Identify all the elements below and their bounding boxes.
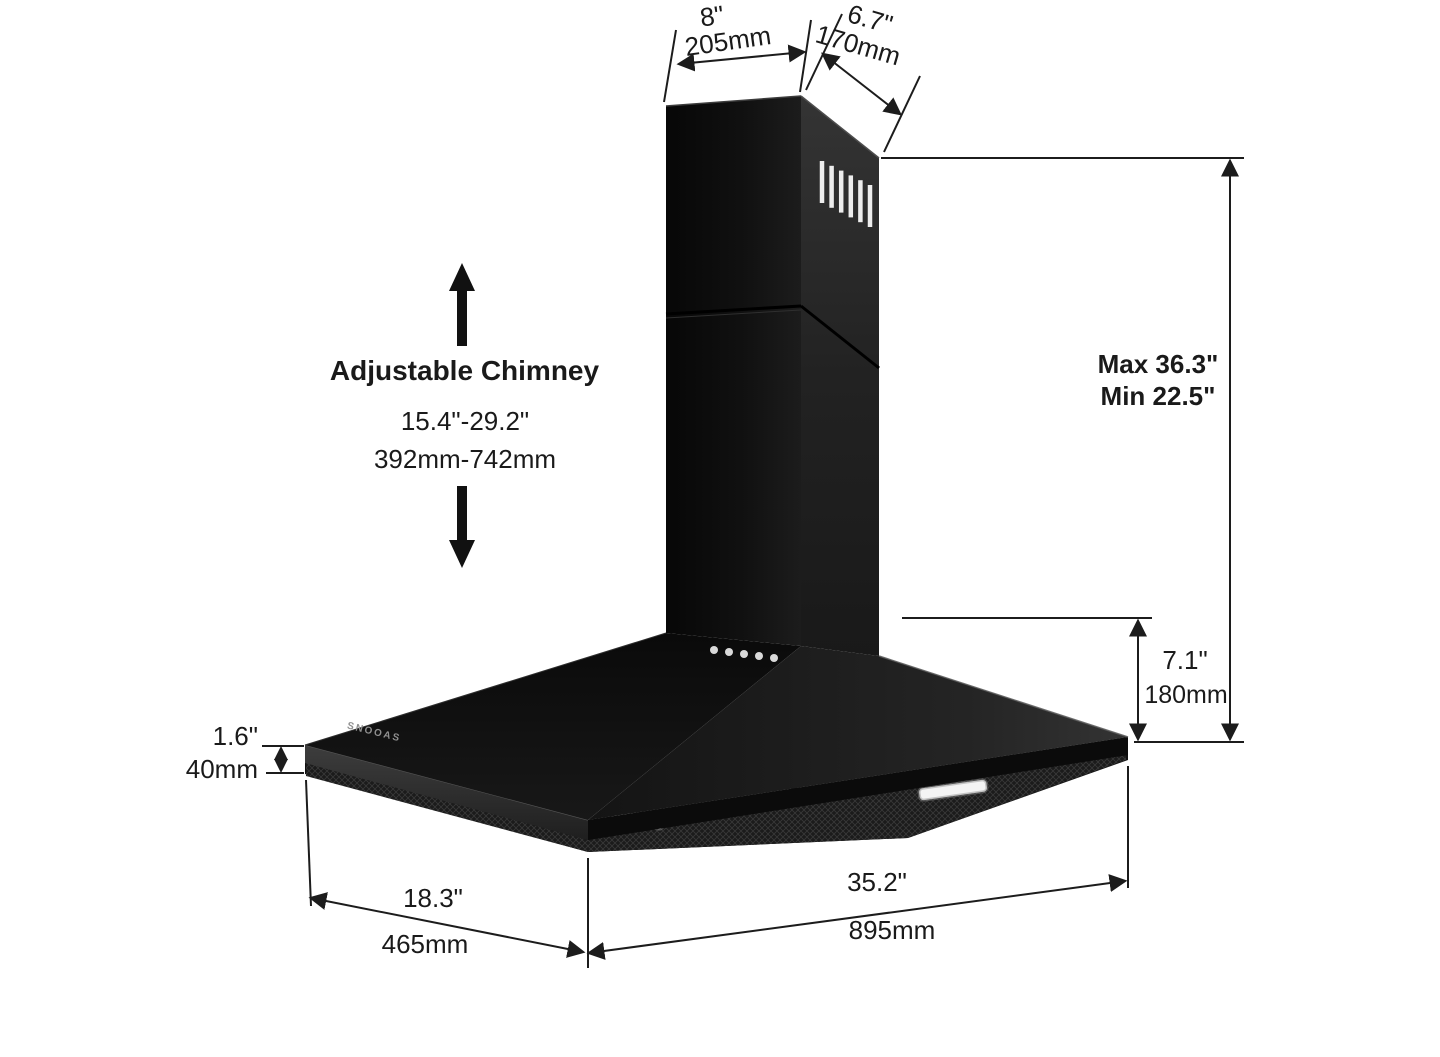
button	[770, 654, 778, 662]
dim-chimney-depth	[805, 13, 921, 153]
led-light-right	[917, 778, 989, 802]
button	[710, 646, 718, 654]
range-hood-illustration	[304, 95, 1129, 852]
label-canopy-height-inches: 7.1"	[1162, 645, 1208, 675]
canopy-slope-right	[588, 646, 1128, 820]
label-adjustable-chimney-title: Adjustable Chimney	[329, 355, 600, 386]
label-canopy-depth-metric: 465mm	[381, 929, 469, 959]
label-canopy-height-metric: 180mm	[1144, 681, 1228, 709]
canopy-slope-front	[305, 633, 801, 820]
label-canopy-width-inches: 35.2"	[847, 867, 907, 897]
vent-grille	[819, 161, 873, 227]
dim-canopy-width	[586, 766, 1129, 960]
chimney-front-face	[666, 96, 801, 646]
control-buttons	[710, 646, 778, 662]
canopy-edge-highlight	[878, 655, 1129, 738]
dim-canopy-height	[902, 617, 1152, 742]
dim-rim-height	[262, 745, 304, 774]
label-adjustable-range-inches: 15.4"-29.2"	[400, 406, 530, 436]
adjustable-arrows	[449, 263, 475, 568]
telescopic-seam-side	[800, 304, 880, 370]
chimney-top-edge-side	[800, 95, 880, 159]
label-canopy-depth-inches: 18.3"	[403, 883, 463, 913]
dimension-lines	[262, 13, 1244, 968]
label-total-height-min: Min 22.5"	[1100, 381, 1216, 411]
label-rim-height-inches: 1.6"	[212, 721, 258, 751]
rim-band-right	[588, 737, 1128, 840]
chimney-side-face	[801, 96, 879, 656]
telescopic-seam-front-highlight	[665, 309, 802, 319]
label-canopy-width-metric: 895mm	[848, 915, 936, 945]
button	[740, 650, 748, 658]
rim-band-left	[305, 745, 588, 840]
adjustable-up-arrow-icon	[449, 263, 475, 346]
dim-chimney-width	[663, 19, 812, 103]
telescopic-seam-front	[665, 304, 802, 316]
button	[725, 648, 733, 656]
canopy-edge-left	[304, 632, 667, 746]
label-total-height-max: Max 36.3"	[1097, 349, 1219, 379]
chimney-top-edge	[665, 95, 802, 107]
adjustable-down-arrow-icon	[449, 486, 475, 568]
button	[755, 652, 763, 660]
label-adjustable-range-metric: 392mm-742mm	[373, 444, 557, 474]
label-rim-height-metric: 40mm	[185, 754, 258, 784]
dim-total-height	[881, 157, 1244, 743]
